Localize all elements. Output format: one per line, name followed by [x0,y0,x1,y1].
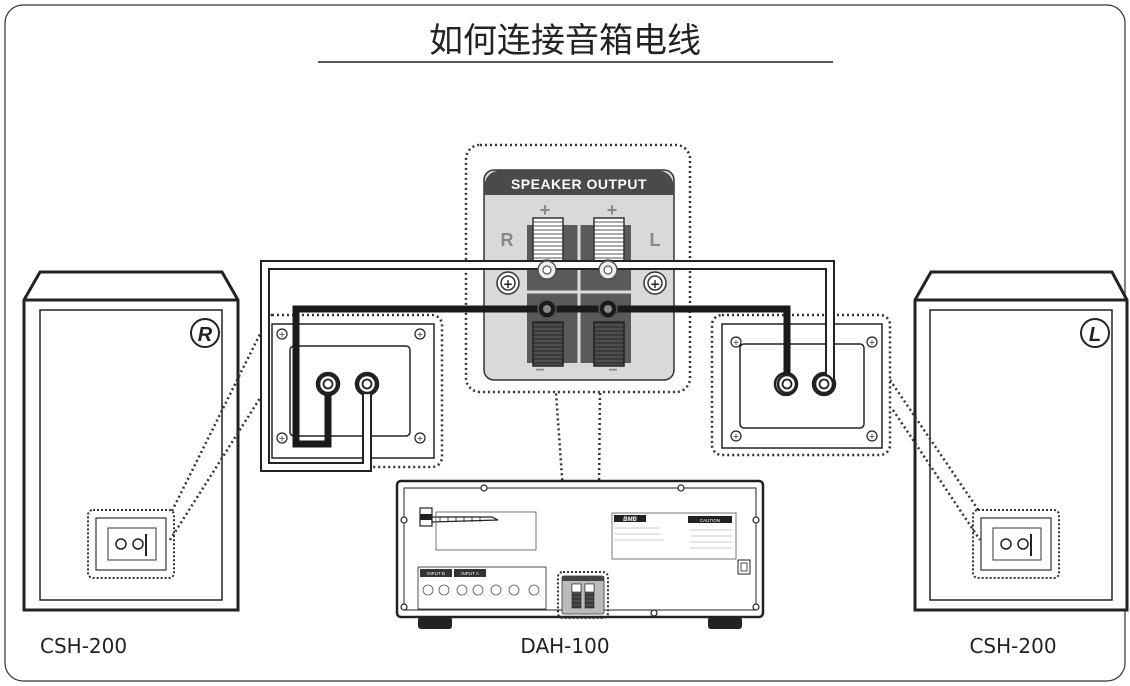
svg-text:+: + [279,434,286,443]
positive-wire [260,260,835,472]
leader-l-top [888,379,981,512]
leader-r-bottom [168,394,264,541]
page-title: 如何连接音箱电线 [429,21,701,61]
negative-wire [292,305,791,448]
speaker-l-model: CSH-200 [969,634,1056,658]
svg-text:+: + [279,330,286,339]
leader-r-top [170,329,264,512]
plus-sign-r: + [540,200,551,220]
svg-text:+: + [733,432,740,441]
svg-text:+: + [733,338,740,347]
speaker-output-highlight [557,571,609,619]
amplifier-rear: BMB CAUTION INPUT B INPUT A [395,479,765,629]
speaker-r-badge-icon [190,318,220,348]
caution-label: CAUTION [700,518,720,523]
svg-text:+: + [417,434,424,443]
speaker-r: R [22,270,240,612]
leader-l-bottom [891,409,982,541]
svg-text:+: + [869,432,876,441]
speaker-l-terminal-zoom: + + + + [710,313,892,457]
svg-text:+: + [503,277,513,291]
minus-sign-l: − [608,362,617,379]
speaker-output-header: SPEAKER OUTPUT [511,176,647,192]
svg-text:+: + [869,338,876,347]
amplifier-model: DAH-100 [520,634,609,658]
speaker-l: L [913,270,1129,612]
svg-text:+: + [417,330,424,339]
speaker-l-badge: L [1089,324,1101,346]
minus-sign-r: − [535,362,544,379]
input-a-label: INPUT A [461,571,478,576]
speaker-l-badge-icon [1080,318,1110,348]
input-b-label: INPUT B [427,571,445,576]
letter-l: L [650,230,661,250]
letter-r: R [501,230,514,250]
svg-text:+: + [650,277,660,291]
brand-logo: BMB [623,517,637,523]
plus-sign-l: + [607,200,618,220]
speaker-r-model: CSH-200 [40,634,127,658]
speaker-r-terminal-zoom: + + + + [260,313,444,469]
speaker-r-badge: R [198,324,213,346]
